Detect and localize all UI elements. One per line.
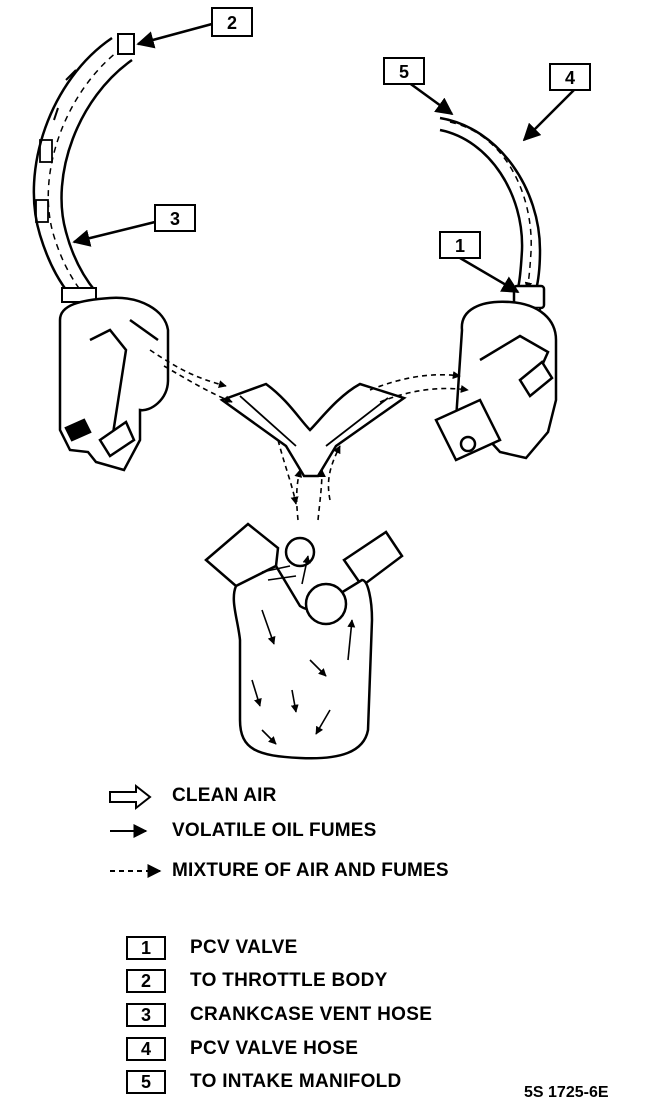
figure-code: 5S 1725-6E — [524, 1084, 609, 1101]
key-label: PCV VALVE — [190, 937, 298, 958]
crankcase-vent-hose — [32, 33, 135, 303]
left-cylinder-head — [58, 296, 170, 472]
right-cylinder-head — [434, 300, 558, 462]
mixture-flow-paths — [149, 349, 469, 521]
svg-text:3: 3 — [170, 209, 180, 229]
callout-4: 4 — [549, 63, 591, 91]
callout-leaders — [72, 22, 575, 294]
key-number: 5 — [126, 1070, 166, 1094]
intake-manifold — [219, 382, 407, 478]
callout-2: 2 — [211, 7, 253, 37]
svg-text:1: 1 — [455, 236, 465, 256]
engine-block — [204, 522, 404, 760]
pcv-valve-hose — [439, 116, 542, 291]
callout-1: 1 — [439, 231, 481, 259]
legend-clean-air-label: CLEAN AIR — [172, 785, 277, 806]
callout-3: 3 — [154, 204, 196, 232]
callout-5: 5 — [383, 57, 425, 85]
key-number: 4 — [126, 1037, 166, 1061]
key-number: 3 — [126, 1003, 166, 1027]
key-number: 1 — [126, 936, 166, 960]
svg-text:5: 5 — [399, 62, 409, 82]
svg-text:2: 2 — [227, 13, 237, 33]
legend-clean-air-symbol — [109, 783, 152, 811]
svg-text:4: 4 — [565, 68, 575, 88]
key-label: CRANKCASE VENT HOSE — [190, 1004, 433, 1025]
key-label: TO THROTTLE BODY — [190, 970, 388, 991]
key-number: 2 — [126, 969, 166, 993]
key-label: PCV VALVE HOSE — [190, 1038, 359, 1059]
crankcase-flow-arrows — [251, 555, 356, 745]
legend-volatile-label: VOLATILE OIL FUMES — [172, 820, 377, 841]
legend-mixture-label: MIXTURE OF AIR AND FUMES — [172, 860, 449, 881]
key-label: TO INTAKE MANIFOLD — [190, 1071, 402, 1092]
